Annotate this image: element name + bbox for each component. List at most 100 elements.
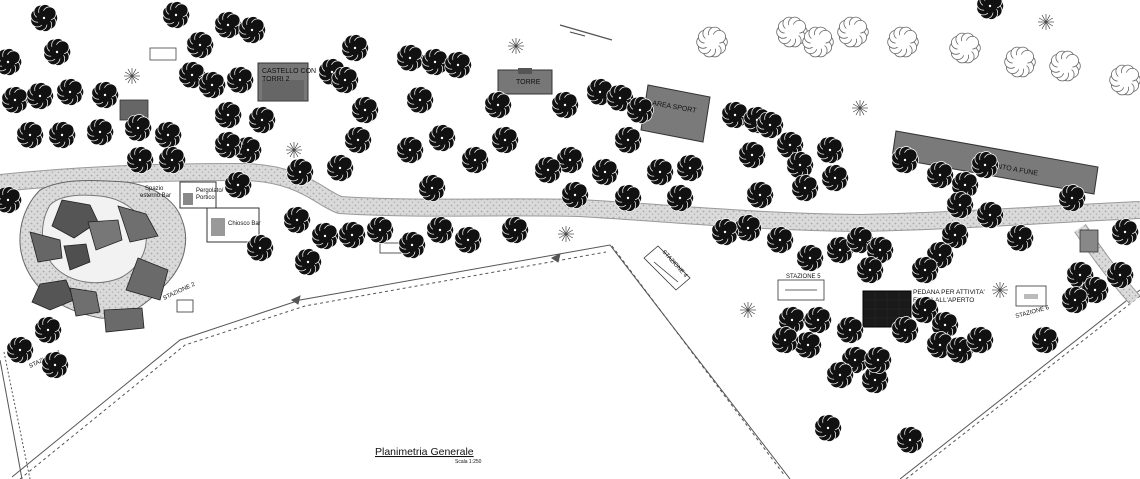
palm-icon bbox=[286, 142, 302, 158]
tree-icon bbox=[484, 91, 512, 119]
tree-icon bbox=[534, 156, 562, 184]
pedana-label-line2: FISICA ALL'APERTO bbox=[913, 297, 974, 304]
tree-icon bbox=[326, 154, 354, 182]
tree-icon bbox=[1061, 286, 1090, 314]
tree-icon bbox=[856, 256, 884, 284]
field-boundary bbox=[0, 24, 1140, 479]
tree-icon bbox=[283, 206, 311, 234]
tree-icon bbox=[1106, 261, 1135, 289]
tree-icon bbox=[186, 31, 215, 59]
tree-icon bbox=[746, 181, 774, 209]
outline-tree-icon bbox=[802, 26, 834, 58]
tree-icon bbox=[91, 81, 120, 109]
tree-icon bbox=[946, 336, 974, 364]
tree-icon bbox=[614, 126, 642, 154]
pergolato-label: Pergolato/ bbox=[196, 188, 224, 194]
spazio-bar-label: Spazio bbox=[145, 186, 164, 192]
tree-icon bbox=[646, 158, 674, 186]
tree-icon bbox=[864, 346, 892, 374]
tree-icon bbox=[158, 146, 187, 174]
tree-icon bbox=[444, 51, 472, 79]
tree-icon bbox=[911, 256, 939, 284]
tree-icon bbox=[351, 96, 379, 124]
tree-icon bbox=[124, 114, 153, 142]
tree-icon bbox=[1031, 326, 1060, 354]
palm-icon bbox=[508, 38, 524, 54]
tree-icon bbox=[406, 86, 434, 114]
tree-icon bbox=[814, 414, 842, 442]
palm-icon bbox=[852, 100, 868, 116]
tree-icon bbox=[396, 44, 424, 72]
outline-tree-icon bbox=[1049, 50, 1081, 82]
tree-icon bbox=[738, 141, 766, 169]
stazione-5-label: STAZIONE 5 bbox=[786, 274, 821, 280]
tree-icon bbox=[48, 121, 77, 149]
tree-icon bbox=[43, 38, 72, 66]
tree-icon bbox=[162, 1, 191, 29]
tree-icon bbox=[591, 158, 619, 186]
palm-icon bbox=[1038, 14, 1054, 30]
tree-icon bbox=[1006, 224, 1035, 252]
stazione-2-marker bbox=[176, 299, 194, 313]
trees-layer bbox=[0, 0, 1140, 454]
tree-icon bbox=[791, 174, 819, 202]
plan-labels: CASTELLO CON TORRI 2 TORRE AREA SPORT IM… bbox=[28, 68, 1050, 465]
outline-tree-icon bbox=[696, 26, 728, 58]
tree-icon bbox=[6, 336, 34, 364]
tree-icon bbox=[804, 306, 832, 334]
tree-icon bbox=[248, 106, 276, 134]
tree-icon bbox=[826, 361, 854, 389]
tree-icon bbox=[1, 86, 29, 114]
tree-icon bbox=[341, 34, 369, 62]
tree-icon bbox=[734, 214, 762, 242]
tree-icon bbox=[224, 171, 253, 199]
pedana-label: PEDANA PER ATTIVITA' bbox=[913, 289, 985, 296]
pergolato-label-line2: Portico bbox=[196, 195, 215, 201]
tree-icon bbox=[926, 161, 954, 189]
tree-icon bbox=[214, 11, 243, 39]
tree-icon bbox=[501, 216, 529, 244]
outline-tree-icon bbox=[949, 32, 981, 64]
tree-icon bbox=[178, 61, 207, 89]
palm-icon bbox=[558, 226, 574, 242]
tree-icon bbox=[796, 244, 824, 272]
tree-icon bbox=[771, 326, 799, 354]
tree-icon bbox=[428, 124, 456, 152]
tree-icon bbox=[246, 234, 274, 262]
tree-icon bbox=[30, 4, 58, 32]
tree-icon bbox=[786, 151, 814, 179]
tree-icon bbox=[311, 222, 339, 250]
tree-icon bbox=[214, 131, 243, 159]
tree-icon bbox=[338, 221, 366, 249]
tree-icon bbox=[766, 226, 794, 254]
castello-label-line2: TORRI 2 bbox=[262, 76, 290, 83]
castello-label: CASTELLO CON bbox=[262, 68, 316, 75]
tree-icon bbox=[821, 164, 849, 192]
tree-icon bbox=[561, 181, 589, 209]
plan-scale: Scala 1:250 bbox=[455, 459, 482, 465]
tree-icon bbox=[551, 91, 579, 119]
tree-icon bbox=[976, 0, 1004, 20]
torre-label: TORRE bbox=[516, 79, 541, 86]
tree-icon bbox=[966, 326, 994, 354]
tree-icon bbox=[756, 111, 784, 139]
tree-icon bbox=[836, 316, 864, 344]
tree-icon bbox=[34, 316, 62, 344]
tree-icon bbox=[0, 48, 23, 76]
tree-icon bbox=[491, 126, 519, 154]
tree-icon bbox=[238, 16, 266, 44]
tree-icon bbox=[454, 226, 482, 254]
stazione-6-label: STAZIONE 6 bbox=[1015, 305, 1051, 320]
tree-icon bbox=[398, 231, 426, 259]
tree-icon bbox=[911, 296, 939, 324]
tree-icon bbox=[891, 316, 919, 344]
stazione-2-label: STAZIONE 2 bbox=[162, 281, 196, 301]
tree-icon bbox=[676, 154, 704, 182]
tree-icon bbox=[1058, 184, 1087, 212]
tree-icon bbox=[946, 191, 974, 219]
outline-tree-icon bbox=[776, 16, 808, 48]
tree-icon bbox=[976, 201, 1004, 229]
tree-icon bbox=[154, 121, 183, 149]
tree-icon bbox=[711, 218, 739, 246]
